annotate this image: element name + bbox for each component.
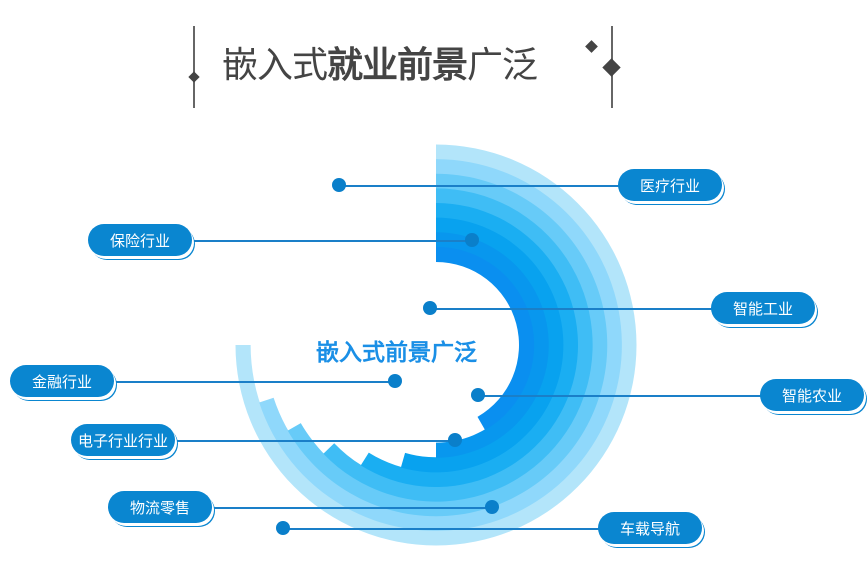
industry-label: 物流零售	[108, 491, 212, 523]
leader-line	[160, 507, 492, 509]
leader-line	[478, 395, 812, 397]
title-part: 广泛	[467, 45, 538, 86]
page-title: 嵌入式就业前景广泛	[222, 36, 538, 88]
marker-dot	[332, 178, 346, 192]
industry-label: 车载导航	[598, 512, 702, 544]
leader-line	[123, 440, 455, 442]
marker-dot	[448, 433, 462, 447]
marker-dot	[423, 301, 437, 315]
leader-line	[283, 528, 650, 530]
leader-line	[140, 240, 472, 242]
leader-line	[339, 185, 670, 187]
marker-dot	[388, 374, 402, 388]
marker-dot	[465, 233, 479, 247]
marker-dot	[485, 500, 499, 514]
leader-line	[62, 381, 395, 383]
industry-label: 智能农业	[760, 379, 864, 411]
title-part: 嵌入式	[222, 45, 328, 86]
industry-label: 医疗行业	[618, 169, 722, 201]
title-emphasis: 就业前景	[327, 45, 468, 86]
marker-dot	[276, 521, 290, 535]
center-label: 嵌入式前景广泛	[316, 340, 477, 366]
industry-label: 智能工业	[711, 292, 815, 324]
ring-segment	[323, 188, 593, 502]
industry-label: 电子行业行业	[71, 424, 175, 456]
marker-dot	[471, 388, 485, 402]
industry-label: 金融行业	[10, 365, 114, 397]
leader-line	[430, 308, 763, 310]
industry-label: 保险行业	[88, 224, 192, 256]
ring-segment	[436, 246, 535, 430]
title-left-rule	[193, 26, 195, 108]
ring-segment	[436, 232, 549, 458]
